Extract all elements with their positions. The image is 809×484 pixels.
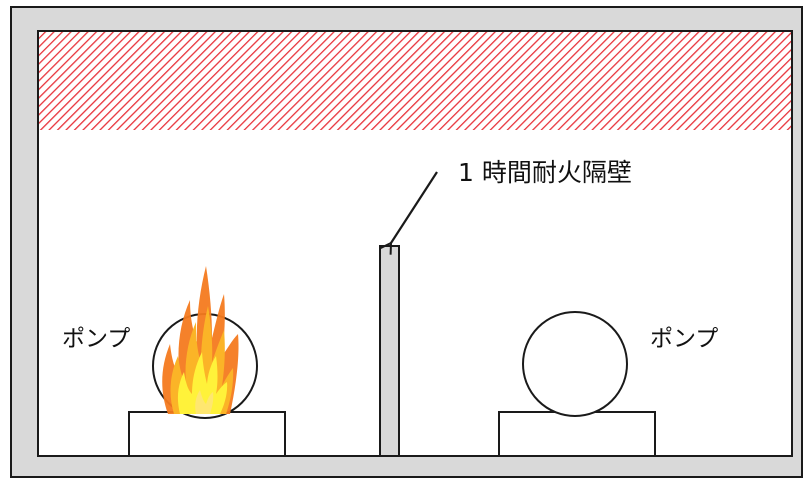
flame-icon [162,266,239,414]
pump-body-right [522,311,628,417]
pump-label-left: ポンプ [62,326,131,352]
ceiling-hatch [39,32,791,130]
fire-partition [379,245,400,457]
pump-label-right: ポンプ [650,326,719,352]
firewall-label: 1 時間耐火隔壁 [458,158,632,187]
arrow-icon [380,171,438,255]
pump-base-right [498,411,656,457]
